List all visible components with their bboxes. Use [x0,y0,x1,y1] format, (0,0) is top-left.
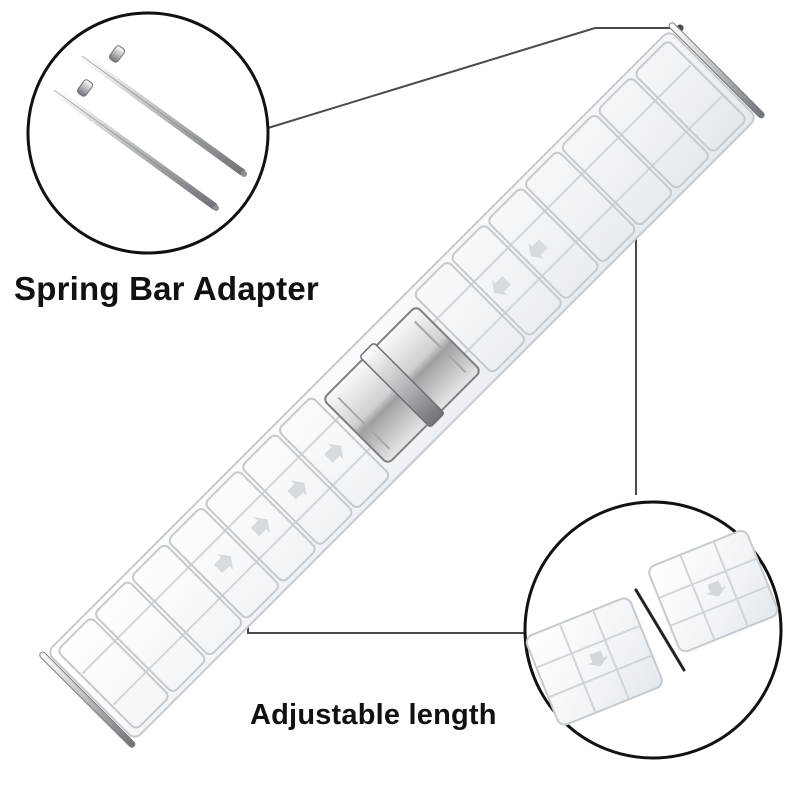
spring-bar [50,79,219,211]
adjustable-length-label: Adjustable length [250,699,497,731]
watch-band [39,22,765,748]
spring-bar-detail [26,11,270,255]
callout-line-adjustable [247,612,525,634]
callout-line-spring-bar [267,27,680,129]
metal-clasp [324,307,480,463]
adjustable-length-detail [523,500,783,760]
spring-bar-adapter-label: Spring Bar Adapter [14,270,319,307]
spring-bar [78,45,247,177]
